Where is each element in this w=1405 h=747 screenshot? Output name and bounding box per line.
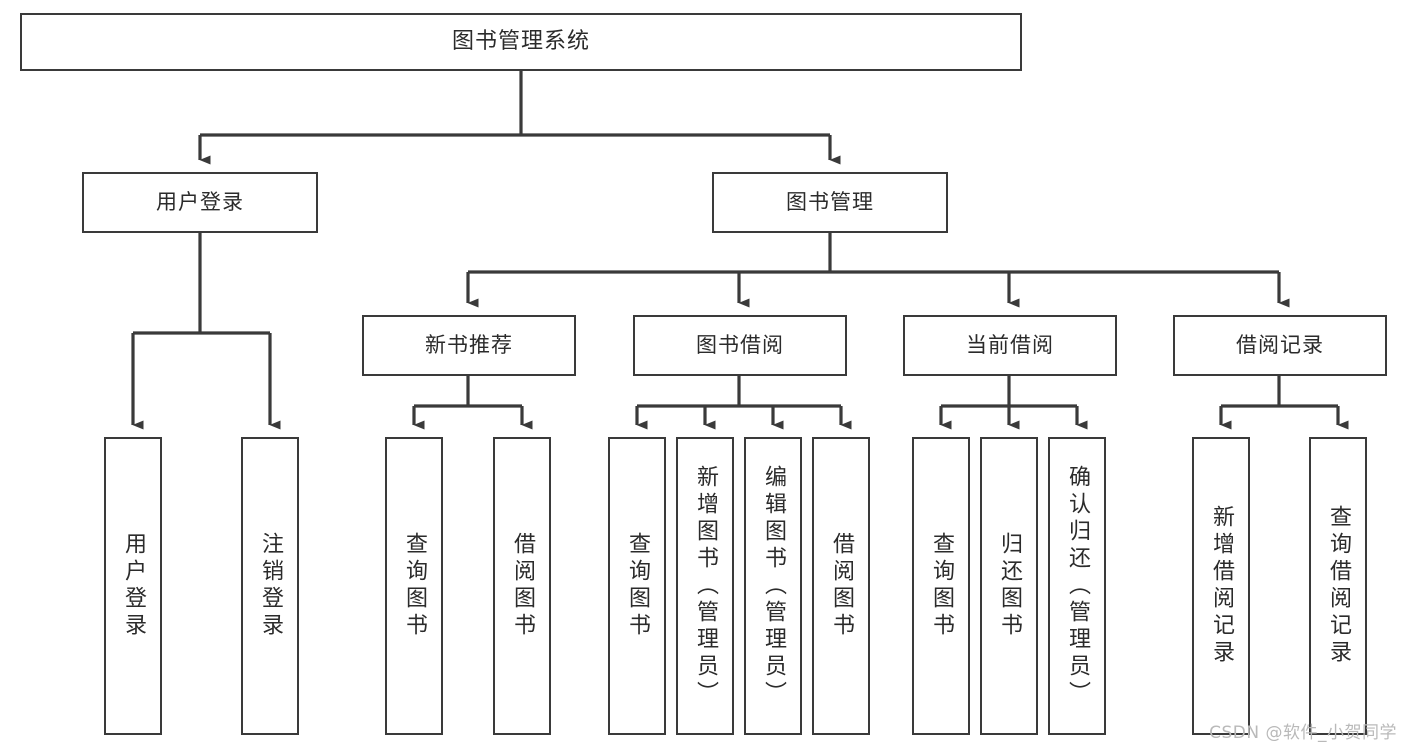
node-label: 查询图书 [929, 532, 954, 640]
node-label: 用户登录 [121, 532, 146, 640]
node-leaf-add-book-admin[interactable]: 新增图书（管理员） [676, 437, 734, 735]
connector-group-current-borrow [939, 376, 1088, 430]
node-label: 图书管理系统 [451, 29, 590, 55]
node-user-login[interactable]: 用户登录 [82, 172, 318, 233]
node-label: 图书借阅 [696, 333, 784, 358]
node-leaf-edit-book-admin[interactable]: 编辑图书（管理员） [744, 437, 802, 735]
node-label: 当前借阅 [966, 333, 1054, 358]
node-label: 新增借阅记录 [1209, 505, 1234, 667]
node-label: 用户登录 [156, 190, 244, 215]
node-leaf-query-book-borrow[interactable]: 查询图书 [608, 437, 666, 735]
node-label: 查询图书 [402, 532, 427, 640]
node-label: 查询借阅记录 [1326, 505, 1351, 667]
connector-group-borrow-record [1219, 376, 1349, 430]
node-leaf-borrow-book-recommend[interactable]: 借阅图书 [493, 437, 551, 735]
node-label: 新增图书（管理员） [693, 464, 718, 708]
node-label: 借阅图书 [510, 532, 535, 640]
node-leaf-query-book-recommend[interactable]: 查询图书 [385, 437, 443, 735]
connector-group-new-book-recommend [412, 376, 533, 430]
node-label: 新书推荐 [425, 333, 513, 358]
connector-group-root [198, 71, 841, 165]
node-leaf-user-login[interactable]: 用户登录 [104, 437, 162, 735]
node-leaf-query-book-current[interactable]: 查询图书 [912, 437, 970, 735]
node-borrow-record[interactable]: 借阅记录 [1173, 315, 1387, 376]
node-book-borrow[interactable]: 图书借阅 [633, 315, 847, 376]
node-leaf-return-book[interactable]: 归还图书 [980, 437, 1038, 735]
connector-group-book-manage [466, 233, 1290, 308]
node-current-borrow[interactable]: 当前借阅 [903, 315, 1117, 376]
node-leaf-query-borrow-record[interactable]: 查询借阅记录 [1309, 437, 1367, 735]
node-label: 归还图书 [997, 532, 1022, 640]
node-label: 注销登录 [258, 532, 283, 640]
node-new-book-recommend[interactable]: 新书推荐 [362, 315, 576, 376]
node-root-book-management-system[interactable]: 图书管理系统 [20, 13, 1022, 71]
node-leaf-user-logout[interactable]: 注销登录 [241, 437, 299, 735]
node-leaf-add-borrow-record[interactable]: 新增借阅记录 [1192, 437, 1250, 735]
node-leaf-borrow-book-borrow[interactable]: 借阅图书 [812, 437, 870, 735]
connector-group-book-borrow [635, 376, 852, 430]
node-label: 借阅图书 [829, 532, 854, 640]
node-label: 借阅记录 [1236, 333, 1324, 358]
node-label: 确认归还（管理员） [1065, 464, 1090, 708]
node-label: 编辑图书（管理员） [761, 464, 786, 708]
node-leaf-confirm-return-admin[interactable]: 确认归还（管理员） [1048, 437, 1106, 735]
node-book-management[interactable]: 图书管理 [712, 172, 948, 233]
connector-group-user-login [131, 233, 281, 430]
node-label: 图书管理 [786, 190, 874, 215]
node-label: 查询图书 [625, 532, 650, 640]
